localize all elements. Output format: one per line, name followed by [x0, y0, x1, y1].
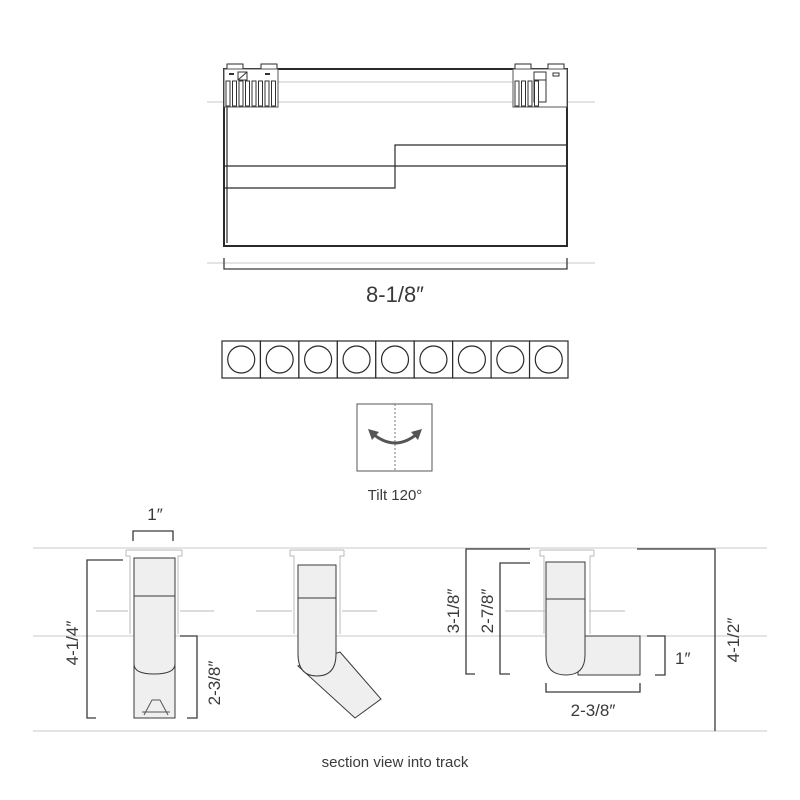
- height-b-label: 2-7/8″: [478, 589, 497, 634]
- heatsink-fin: [232, 80, 237, 107]
- lens-row: [221, 340, 569, 379]
- heatsink-fin: [245, 80, 250, 107]
- heatsink-fin: [225, 80, 231, 107]
- arm-height-dimension-line: [647, 635, 666, 676]
- lens-cell: [259, 340, 300, 379]
- left-heatsink: [223, 63, 279, 108]
- heatsink-fin: [258, 80, 263, 107]
- arm-length-label: 2-3/8″: [571, 701, 616, 720]
- heatsink-fin: [514, 80, 520, 107]
- top-view: 8-1/8″: [207, 63, 595, 307]
- height-a-dimension-line: [465, 548, 530, 675]
- lens-cell: [221, 340, 262, 379]
- lens-cell: [528, 340, 569, 379]
- fixture-height-label: 4-1/4″: [63, 621, 82, 666]
- below-ceiling-label: 2-3/8″: [205, 661, 224, 706]
- heatsink-fin: [527, 80, 533, 107]
- section-caption: section view into track: [322, 754, 469, 771]
- lens-icon: [380, 345, 410, 374]
- total-height-label: 4-1/2″: [724, 618, 743, 663]
- width-dimension-line: [132, 530, 174, 541]
- lens-icon: [496, 345, 525, 374]
- total-dimension-line: [637, 548, 716, 731]
- heatsink-fin: [251, 80, 257, 107]
- height-b-dimension-line: [499, 562, 530, 675]
- tilt-label: Tilt 120°: [368, 487, 423, 504]
- right-heatsink: [512, 63, 568, 108]
- heatsink-fin: [238, 80, 244, 107]
- height-a-label: 3-1/8″: [444, 589, 463, 634]
- lens-icon: [265, 345, 294, 374]
- heatsink-fin: [534, 80, 539, 107]
- section-fixture-straight: 1″ 4-1/4″ 2-3/8″: [63, 505, 224, 719]
- fixture-outline: [223, 68, 568, 247]
- fixture-width-label: 1″: [147, 505, 162, 524]
- lens-icon: [227, 345, 256, 374]
- lens-icon: [457, 345, 486, 374]
- height-dimension-line: [86, 559, 123, 719]
- section-fixture-right-angle: 3-1/8″ 2-7/8″ 4-1/2″ 1″ 2-3/8″: [444, 548, 743, 731]
- below-ceiling-dimension-line: [180, 635, 198, 719]
- arm-length-dimension-line: [545, 683, 641, 693]
- width-label: 8-1/8″: [366, 282, 424, 307]
- lens-cell: [336, 340, 377, 379]
- arm-height-label: 1″: [675, 649, 690, 668]
- tilt-indicator: Tilt 120°: [356, 403, 433, 504]
- heatsink-fin: [521, 80, 526, 107]
- lens-cell: [298, 340, 338, 379]
- width-dimension-line: [223, 258, 568, 270]
- heatsink-fin: [271, 80, 276, 107]
- lens-icon: [342, 345, 371, 374]
- lens-cell: [375, 340, 415, 379]
- heatsink-fin: [264, 80, 270, 107]
- lens-icon: [419, 345, 448, 374]
- section-view: 1″ 4-1/4″ 2-3/8″ 3-1/8″ 2-7/8″ 4-1/2″: [33, 505, 767, 771]
- fixture-step-line: [224, 144, 567, 189]
- lens-cell: [413, 340, 454, 379]
- section-fixture-tilted: [256, 549, 382, 719]
- lens-cell: [490, 340, 531, 379]
- lens-icon: [534, 345, 563, 374]
- lens-cell: [452, 340, 492, 379]
- tilt-arrow-icon: [368, 429, 422, 445]
- lens-icon: [304, 345, 333, 374]
